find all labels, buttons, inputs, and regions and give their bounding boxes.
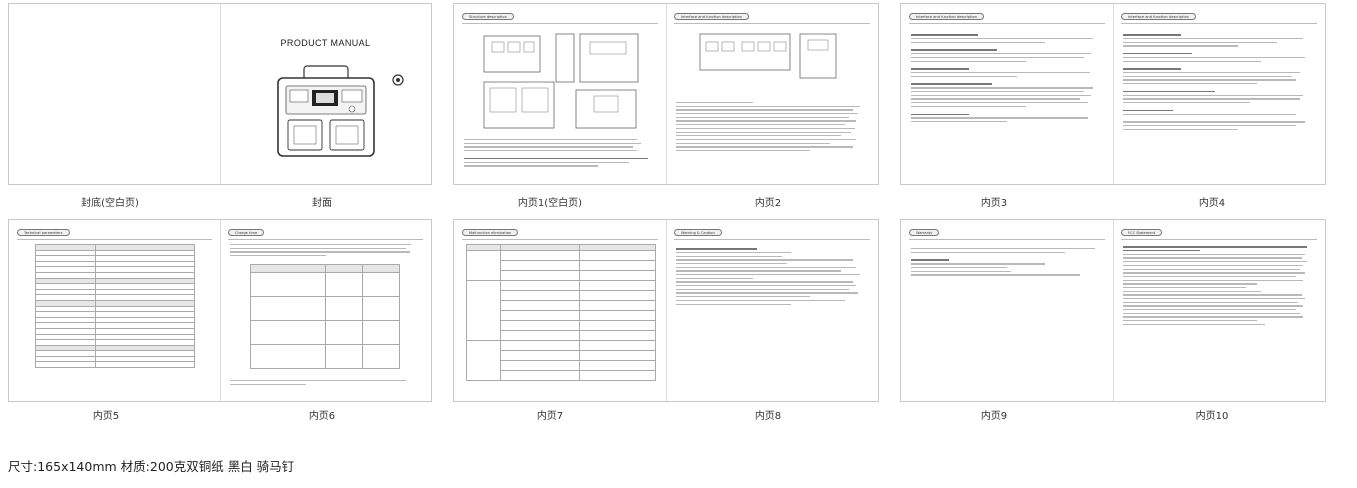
tag-underline bbox=[462, 23, 658, 24]
tag-underline bbox=[1121, 23, 1317, 24]
power-station-illustration bbox=[277, 65, 375, 157]
section-tag: Warranty bbox=[909, 229, 940, 236]
spread-6: Warranty FCC Statement bbox=[900, 219, 1326, 402]
spread-3: Interface and function description Inter… bbox=[900, 3, 1326, 185]
interface-diagram bbox=[699, 33, 837, 79]
caption-inner-7: 内页7 bbox=[536, 411, 564, 422]
section-tag: Malfunction elimination bbox=[462, 229, 519, 236]
spec-footer: 尺寸:165x140mm 材质:200克双铜纸 黑白 骑马钉 bbox=[8, 459, 295, 474]
caption-inner-4: 内页4 bbox=[1198, 198, 1226, 209]
page-inner-5: Technical parameters bbox=[9, 220, 220, 401]
tag-underline bbox=[462, 239, 658, 240]
note-lines bbox=[230, 380, 421, 387]
tag-underline bbox=[1121, 239, 1317, 240]
section-tag: Technical parameters bbox=[17, 229, 70, 236]
caption-inner-9: 内页9 bbox=[980, 411, 1008, 422]
fold-line bbox=[666, 4, 667, 184]
page-inner-2: Interface and function description bbox=[666, 4, 878, 184]
section-tag: Charge time bbox=[228, 229, 265, 236]
caption-inner-5: 内页5 bbox=[92, 411, 120, 422]
fold-line bbox=[220, 4, 221, 184]
page-back-cover bbox=[9, 4, 220, 184]
fold-line bbox=[1113, 4, 1114, 184]
spread-2: Structure description Interface and func… bbox=[453, 3, 879, 185]
page-inner-10: FCC Statement bbox=[1113, 220, 1325, 401]
parameters-table bbox=[34, 244, 195, 369]
fold-line bbox=[220, 220, 221, 401]
caption-back-cover: 封底(空白页) bbox=[81, 198, 139, 209]
charge-time-table bbox=[250, 264, 401, 369]
section-tag: Interface and function description bbox=[1121, 13, 1196, 20]
tag-underline bbox=[909, 23, 1105, 24]
page-inner-8: Warning & Caution bbox=[666, 220, 878, 401]
caption-inner-3: 内页3 bbox=[980, 198, 1008, 209]
fold-line bbox=[666, 220, 667, 401]
caption-inner-10: 内页10 bbox=[1195, 411, 1229, 422]
body-lines bbox=[911, 34, 1103, 125]
spread-5: Malfunction elimination Warning & Cautio… bbox=[453, 219, 879, 402]
section-tag: FCC Statement bbox=[1121, 229, 1163, 236]
section-tag: Interface and function description bbox=[909, 13, 984, 20]
manual-title: PRODUCT MANUAL bbox=[280, 38, 371, 48]
page-inner-1: Structure description bbox=[454, 4, 666, 184]
caption-inner-6: 内页6 bbox=[308, 411, 336, 422]
page-inner-4: Interface and function description bbox=[1113, 4, 1325, 184]
body-lines bbox=[911, 248, 1103, 278]
section-tag: Structure description bbox=[462, 13, 514, 20]
section-tag: Warning & Caution bbox=[674, 229, 722, 236]
page-inner-3: Interface and function description bbox=[901, 4, 1113, 184]
tag-underline bbox=[674, 239, 870, 240]
legend-lines bbox=[464, 139, 656, 169]
body-lines bbox=[676, 102, 868, 154]
body-lines bbox=[676, 248, 868, 307]
intro-lines bbox=[230, 244, 421, 259]
section-tag: Interface and function description bbox=[674, 13, 749, 20]
caption-inner-1: 内页1(空白页) bbox=[517, 198, 583, 209]
caption-inner-8: 内页8 bbox=[754, 411, 782, 422]
caption-front-cover: 封面 bbox=[312, 198, 332, 209]
structure-diagram bbox=[483, 33, 639, 129]
tag-underline bbox=[228, 239, 423, 240]
page-front-cover: PRODUCT MANUAL bbox=[220, 4, 431, 184]
malfunction-table bbox=[465, 244, 656, 381]
spread-1: PRODUCT MANUAL bbox=[8, 3, 432, 185]
body-lines bbox=[1123, 34, 1315, 132]
caption-inner-2: 内页2 bbox=[754, 198, 782, 209]
spread-4: Technical parameters Charge time bbox=[8, 219, 432, 402]
tag-underline bbox=[674, 23, 870, 24]
page-inner-9: Warranty bbox=[901, 220, 1113, 401]
fold-line bbox=[1113, 220, 1114, 401]
body-lines bbox=[1123, 246, 1315, 328]
brand-logo-icon bbox=[392, 74, 404, 86]
page-inner-6: Charge time bbox=[220, 220, 431, 401]
tag-underline bbox=[909, 239, 1105, 240]
page-inner-7: Malfunction elimination bbox=[454, 220, 666, 401]
tag-underline bbox=[17, 239, 212, 240]
